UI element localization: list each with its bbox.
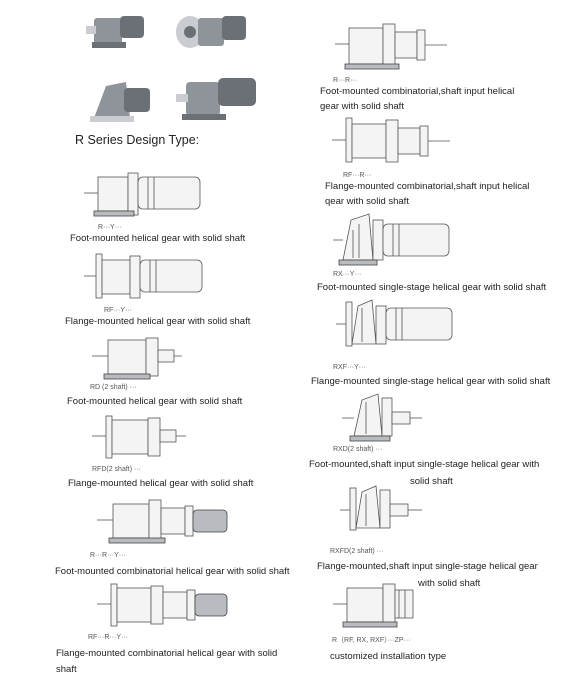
code-r-y: R···Y··· <box>98 224 122 231</box>
desc-rx-y-1: Foot-mounted single-stage helical gear w… <box>317 282 547 293</box>
gearbox-photo-1 <box>86 16 144 48</box>
desc-r-r-y-1: Foot-mounted combinatorial helical gear … <box>55 566 290 577</box>
gearbox-drawing-rx-y <box>333 213 450 266</box>
gearbox-drawing-rxd <box>342 393 422 442</box>
code-r-r: R···R··· <box>333 77 358 84</box>
gearbox-drawing-rxf-y <box>336 299 453 347</box>
desc-r-y-1: Foot-mounted helical gear with solid sha… <box>70 233 246 244</box>
code-rfd: RFD(2 shaft) ··· <box>92 466 141 473</box>
code-rxfd: RXFD(2 shaft) ··· <box>330 548 384 555</box>
desc-rf-r-y-2: shaft <box>56 664 77 675</box>
code-rxf-y: RXF···Y··· <box>333 364 366 371</box>
code-zp: R（RF, RX, RXF）···ZP··· <box>332 637 411 644</box>
desc-rf-r-1: Flange-mounted combinatorial,shaft input… <box>325 181 530 192</box>
gearbox-drawing-r-r <box>335 23 447 70</box>
gearbox-drawing-r-y <box>84 172 201 217</box>
gearbox-drawing-r-r-y <box>97 499 228 544</box>
desc-rxf-y-1: Flange-mounted single-stage helical gear… <box>311 376 551 387</box>
desc-r-r-1: Foot-mounted combinatorial,shaft input h… <box>320 86 515 97</box>
code-rf-r: RF···R··· <box>343 172 372 179</box>
code-rd: RD (2 shaft) ··· <box>90 384 137 391</box>
gearbox-drawing-rfd <box>92 415 186 459</box>
gearbox-photo-4 <box>176 78 256 120</box>
code-rf-y: RF···Y··· <box>104 307 132 314</box>
desc-rf-r-2: qear with solid shaft <box>325 196 409 207</box>
code-rf-r-y: RF···R···Y··· <box>88 634 129 641</box>
gearbox-drawing-rf-y <box>84 253 203 299</box>
gearbox-photo-2 <box>176 16 246 48</box>
gearbox-drawing-rxfd <box>340 485 422 531</box>
section-heading: R Series Design Type: <box>75 133 200 147</box>
desc-zp-1: customized installation type <box>330 651 447 662</box>
desc-rxfd-2: with solid shaft <box>418 578 481 589</box>
gearbox-drawing-zp <box>333 583 414 628</box>
gearbox-drawing-rf-r <box>332 117 450 163</box>
code-rx-y: RX···Y··· <box>333 271 362 278</box>
desc-rf-y-1: Flange-mounted helical gear with solid s… <box>65 316 251 327</box>
code-r-r-y: R···R···Y··· <box>90 552 126 559</box>
desc-rxd-2: solid shaft <box>410 476 453 487</box>
gearbox-photo-3 <box>90 82 150 122</box>
desc-rd-1: Foot-mounted helical gear with solid sha… <box>67 396 243 407</box>
desc-rfd-1: Flange-mounted helical gear with solid s… <box>68 478 254 489</box>
gearbox-drawing-rf-r-y <box>97 583 228 627</box>
desc-r-r-2: gear with solid shaft <box>320 101 404 112</box>
desc-rf-r-y-1: Flange-mounted combinatorial helical gea… <box>56 648 278 659</box>
desc-rxd-1: Foot-mounted,shaft input single-stage he… <box>309 459 540 470</box>
gearbox-drawing-rd <box>92 337 182 380</box>
code-rxd: RXD(2 shaft) ··· <box>333 446 383 453</box>
desc-rxfd-1: Flange-mounted,shaft input single-stage … <box>317 561 538 572</box>
